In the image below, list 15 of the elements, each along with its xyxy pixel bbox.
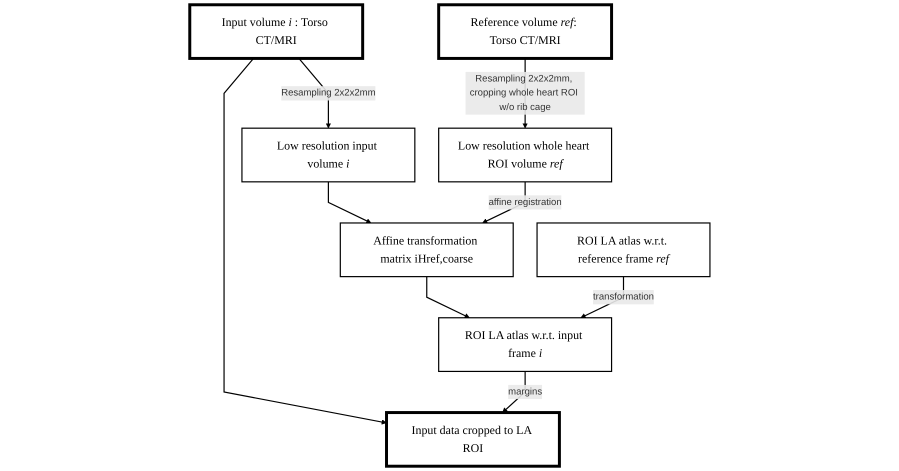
node-box: ROI LA atlas w.r.t. reference frame ref (536, 222, 710, 278)
edge-label: Resampling 2x2x2mm, cropping whole heart ROI w/o rib cage (469, 74, 578, 112)
node-box: Input volume i : Torso CT/MRI (188, 3, 364, 60)
edge-label: affine registration (488, 197, 562, 208)
node-box: Affine transformation matrix iHref,coarse (339, 222, 514, 278)
edge-label: margins (508, 386, 542, 397)
node-box: ROI LA atlas w.r.t. input frame i (438, 317, 612, 372)
edge-label: Resampling 2x2x2mm (280, 88, 376, 98)
edge-label: transformation (592, 292, 654, 302)
node-box: Input data cropped to LA ROI (384, 411, 561, 468)
arrow (327, 182, 371, 224)
node-box: Reference volume ref: Torso CT/MRI (436, 3, 613, 60)
arrow (426, 276, 470, 318)
node-box: Low resolution whole heart ROI volume ref (438, 128, 612, 182)
node-box: Low resolution input volume i (240, 128, 416, 182)
